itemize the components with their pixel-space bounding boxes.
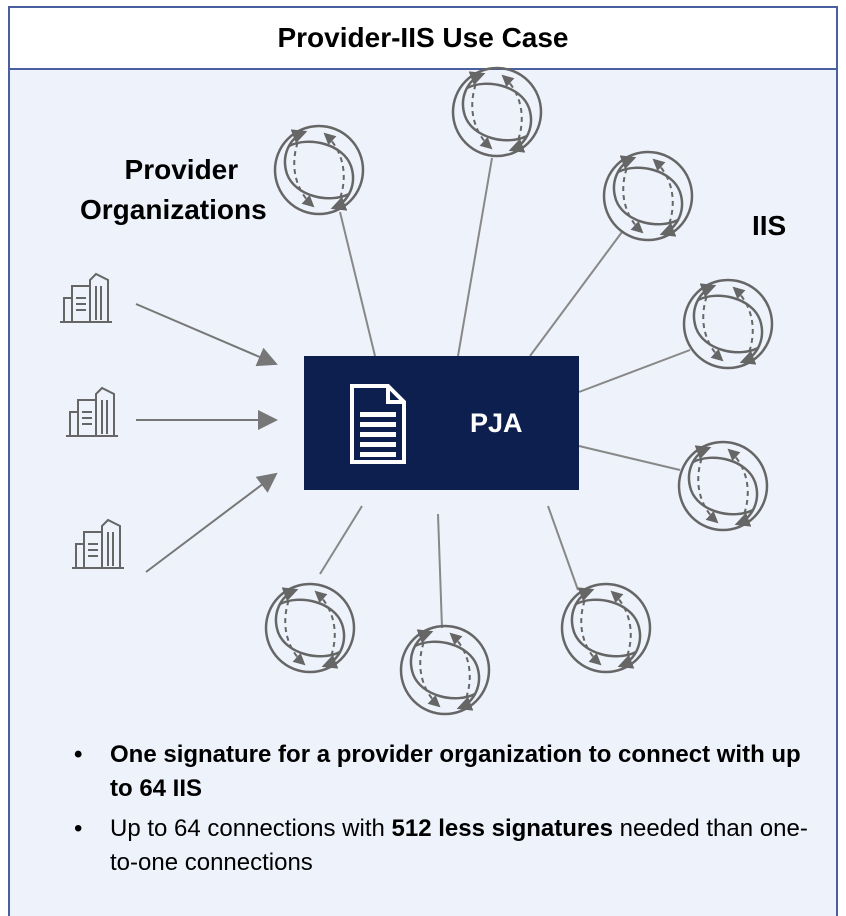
- globe-icon: [401, 626, 489, 714]
- bullet-text-post: needed than one-to-one connections: [110, 815, 808, 876]
- bullet-item: • One signature for a provider organizat…: [74, 738, 814, 806]
- globe-icon: [679, 442, 767, 530]
- provider-arrow: [145, 472, 278, 573]
- pja-label: PJA: [470, 408, 523, 438]
- connector-line: [319, 505, 363, 575]
- summary-bullets: • One signature for a provider organizat…: [74, 738, 814, 886]
- pja-hub: [304, 356, 579, 490]
- bullet-dot: •: [74, 741, 83, 768]
- provider-label-line1: Provider: [124, 154, 239, 185]
- iis-label: IIS: [752, 210, 787, 241]
- provider-arrow: [135, 303, 278, 367]
- building-icon: [71, 519, 125, 569]
- bullet-dot: •: [74, 815, 83, 842]
- provider-label-line2: Organizations: [80, 194, 267, 225]
- connector-line: [529, 231, 623, 357]
- connector-line: [437, 513, 443, 629]
- globe-icon: [453, 68, 541, 156]
- building-icon: [65, 387, 119, 437]
- globe-icon: [562, 584, 650, 672]
- provider-organizations-label: Provider Organizations: [80, 150, 267, 230]
- hub-connectors: [319, 157, 691, 629]
- connector-line: [339, 211, 376, 357]
- connector-line: [578, 445, 681, 471]
- globe-icon: [684, 280, 772, 368]
- bullet-text: One signature for a provider organizatio…: [110, 741, 801, 802]
- provider-arrows: [135, 303, 278, 573]
- use-case-panel: Provider-IIS Use Case: [8, 6, 838, 916]
- globe-icon: [275, 126, 363, 214]
- globe-icon: [604, 152, 692, 240]
- building-icon: [59, 273, 113, 323]
- panel-title: Provider-IIS Use Case: [10, 8, 836, 70]
- bullet-text-bold: 512 less signatures: [391, 815, 613, 842]
- connector-line: [457, 157, 493, 357]
- connector-line: [547, 505, 579, 591]
- bullet-text-pre: Up to 64 connections with: [110, 815, 392, 842]
- bullet-item: • Up to 64 connections with 512 less sig…: [74, 812, 814, 880]
- globe-icon: [266, 584, 354, 672]
- document-icon: [350, 384, 406, 464]
- connector-line: [578, 349, 691, 393]
